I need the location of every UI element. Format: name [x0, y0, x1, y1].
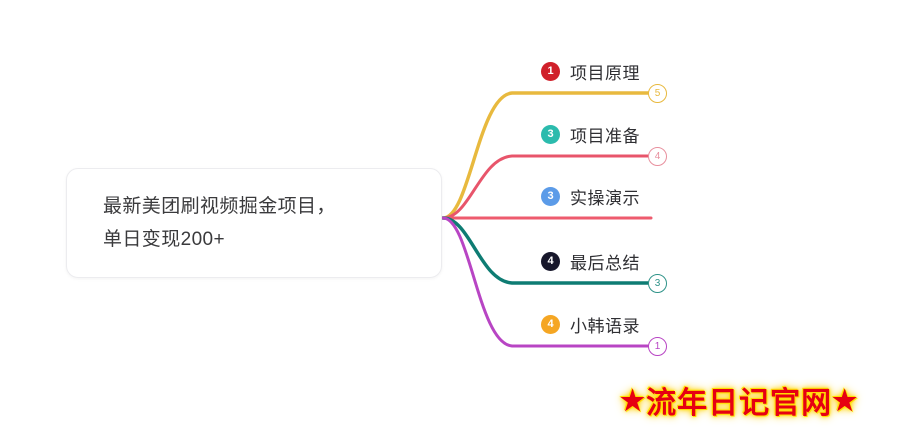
branch-index-badge-1: 3: [541, 124, 560, 144]
branch-index-badge-3: 4: [541, 251, 560, 271]
branch-end-badge-1[interactable]: 4: [648, 147, 667, 166]
branch-label-3: 最后总结: [570, 253, 640, 273]
watermark-text: 流年日记官网: [646, 386, 833, 421]
branch-item-2[interactable]: 3 实操演示: [541, 173, 640, 219]
branch-end-badge-text-1: 4: [654, 150, 661, 162]
branch-label-2: 实操演示: [570, 188, 640, 208]
root-node[interactable]: 最新美团刷视频掘金项目， 单日变现200+: [66, 168, 442, 278]
star-icon-left: ★: [620, 383, 647, 417]
branch-end-badge-3[interactable]: 3: [648, 274, 667, 293]
branch-item-4[interactable]: 4 小韩语录: [541, 301, 640, 347]
branch-end-badge-text-4: 1: [654, 340, 661, 352]
branch-label-4: 小韩语录: [570, 316, 640, 336]
branch-label-0: 项目原理: [570, 63, 640, 83]
branch-index-badge-0: 1: [541, 61, 560, 81]
star-icon-right: ★: [832, 383, 859, 417]
branch-item-0[interactable]: 1 项目原理: [541, 48, 640, 94]
branch-end-badge-0[interactable]: 5: [648, 84, 667, 103]
root-node-line-2: 单日变现200+: [103, 229, 225, 250]
branch-index-badge-2: 3: [541, 186, 560, 206]
branch-item-3[interactable]: 4 最后总结: [541, 238, 640, 284]
branch-end-badge-4[interactable]: 1: [648, 337, 667, 356]
watermark: ★ 流年日记官网 ★: [620, 378, 858, 422]
root-node-line-1: 最新美团刷视频掘金项目，: [103, 196, 336, 217]
branch-end-badge-text-3: 3: [654, 277, 661, 289]
branch-index-badge-4: 4: [541, 314, 560, 334]
branch-label-1: 项目准备: [570, 126, 640, 146]
branch-end-badge-text-0: 5: [654, 87, 661, 99]
branch-item-1[interactable]: 3 项目准备: [541, 111, 640, 157]
